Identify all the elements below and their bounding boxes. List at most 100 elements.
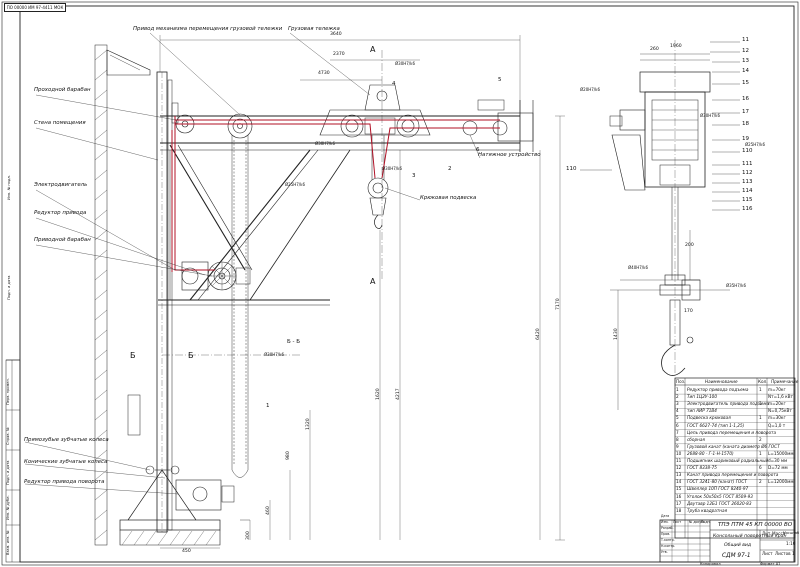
fit-annotation: Ø40H7/k6	[628, 265, 648, 270]
title-sheets: Листов 1	[775, 551, 795, 556]
spec-cell-name: Труба квадратная	[687, 507, 728, 513]
title-role-label: Дата	[661, 514, 670, 518]
label-hook-block: Крюковая подвеска	[420, 195, 477, 201]
spec-cell-qty: 1	[759, 415, 762, 421]
spec-cell-note: D=72 мм	[768, 465, 788, 471]
spec-cell-pos: 16	[676, 493, 682, 499]
side-strip-label: Справ. №	[6, 427, 10, 445]
spec-cell-pos: 9	[676, 443, 679, 449]
dim-170: 170	[684, 309, 693, 314]
spec-cell-pos: 13	[676, 472, 682, 478]
title-block-grid	[659, 519, 796, 563]
fit-annotation: Ø20H7/k6	[580, 87, 600, 92]
spec-cell-note: m=30кг	[768, 415, 786, 421]
title-subtitle: Общий вид	[724, 543, 752, 548]
label-drive-drum: Приводной барабан	[34, 237, 91, 243]
right-pos-number: 110	[742, 148, 753, 154]
spec-cell-pos: 6	[676, 422, 679, 428]
right-pos-number: 115	[742, 197, 753, 203]
pos-number-1: 1	[266, 403, 270, 409]
title-role-label: Лист	[673, 520, 682, 524]
title-lit: Лит.	[762, 531, 772, 536]
dim-980: 980	[286, 451, 291, 460]
dim-1960: 1960	[670, 44, 682, 49]
fit-annotation: Ø25H7/k6	[285, 182, 305, 187]
dim-4217: 4217	[396, 388, 401, 400]
spec-header-qty: Кол.	[758, 379, 768, 384]
spec-cell-pos: 1	[676, 387, 679, 392]
spec-cell-qty: 1	[759, 401, 762, 407]
spec-cell-pos: 8	[676, 436, 679, 442]
fit-annotation: Ø30H7/k6	[700, 113, 720, 118]
side-strip-label: Подп. и дата	[7, 275, 11, 300]
spec-cell-pos: 4	[676, 408, 679, 414]
spec-cell-note: d=30 мм	[768, 458, 788, 463]
title-scale: Масштаб	[783, 531, 800, 535]
side-strip-label: Инв. № подл.	[7, 175, 11, 200]
side-strip-label: Подп. и дата	[6, 460, 10, 485]
title-role-label: № докум.	[689, 520, 705, 524]
spec-cell-qty: 6	[759, 465, 762, 471]
right-pos-number: 13	[742, 58, 749, 64]
right-pos-number: 12	[742, 48, 749, 54]
pos-number-2: 2	[448, 166, 452, 172]
spec-cell-pos: 12	[676, 465, 682, 471]
title-scale-value: 1:10	[786, 541, 796, 546]
dim-7170: 7170	[556, 298, 561, 310]
spec-cell-name: Уголок 50х50х5 ГОСТ 8509-93	[687, 493, 753, 499]
label-bevel-gears: Конические зубчатые колеса	[24, 459, 108, 465]
spec-cell-pos: 5	[676, 415, 679, 421]
spec-cell-qty: 1	[759, 450, 762, 456]
label-tension-device: Натяжное устройство	[478, 152, 541, 158]
pos-number-4: 4	[392, 81, 396, 87]
leader-lines	[24, 32, 481, 495]
spec-cell-pos: 2	[676, 394, 679, 400]
spec-header-note: Примечание	[771, 379, 799, 384]
pos-number-5: 5	[498, 77, 502, 83]
dim-1620: 1620	[376, 388, 381, 400]
spec-cell-name: 2688-80 - Г-1-Н-1570)	[687, 450, 734, 456]
title-role-label: Подп.	[701, 520, 711, 524]
right-pos-number: 15	[742, 80, 749, 86]
label-spur-gears: Прямозубые зубчатые колеса	[24, 437, 109, 443]
spec-cell-qty: 1	[759, 387, 762, 392]
left-number-110: 110	[566, 166, 577, 172]
side-strip-label: Инв. № дубл.	[6, 495, 10, 520]
spec-cell-note: N=0,75кВт	[768, 408, 792, 414]
label-turn-reducer: Редуктор привода поворота	[24, 479, 105, 485]
right-pos-number: 18	[742, 121, 749, 127]
pos-number-3: 3	[412, 173, 416, 179]
spec-cell-name: сборная	[687, 436, 705, 442]
dim-4730: 4730	[318, 71, 330, 76]
section-mark-b-left: Б	[130, 351, 136, 360]
title-sheet: Лист	[762, 551, 773, 556]
title-role-label: Н.контр.	[661, 544, 676, 548]
dim-200: 200	[685, 243, 694, 248]
spec-cell-name: Тип 1Ц2У-100	[687, 394, 717, 400]
spec-cell-name: Подвеска крюковая	[687, 415, 731, 421]
side-strip-label: Перв. примен.	[6, 378, 10, 405]
right-pos-number: 113	[742, 179, 753, 185]
spec-cell-note: m=20кг	[768, 401, 786, 407]
title-mass: Масса	[772, 531, 786, 536]
dim-3640: 3640	[330, 32, 342, 37]
spec-cell-name: Цепь привода перемещения и поворота	[687, 429, 777, 435]
label-drive-trolley: Привод механизма перемещения грузовой те…	[133, 26, 283, 32]
fit-annotation: Ø35H7/k6	[726, 283, 746, 288]
spec-cell-pos: 18	[676, 507, 682, 513]
fit-annotation: Ø25H7/k6	[745, 142, 765, 147]
right-pos-number: 111	[742, 161, 753, 167]
right-pos-number: 19	[742, 136, 749, 142]
title-role-label: Разраб.	[661, 526, 674, 530]
spec-cell-name: тип АИР 71В4	[687, 408, 717, 414]
spec-cell-name: ГОСТ 8338-75	[687, 465, 717, 471]
spec-header-pos: Поз.	[676, 379, 686, 384]
title-role-label: Утв.	[661, 550, 668, 554]
dim-1430: 1430	[614, 328, 619, 340]
pos-number-6: 6	[476, 147, 480, 153]
side-strip-label: Взам. инв. №	[6, 530, 10, 555]
spec-cell-name: Канат привода перемещения и поворота	[687, 472, 779, 478]
right-pos-number: 112	[742, 170, 753, 176]
spec-cell-qty: 2	[759, 436, 762, 442]
spec-cell-name: Электродвигатель привода подъема	[687, 401, 770, 407]
